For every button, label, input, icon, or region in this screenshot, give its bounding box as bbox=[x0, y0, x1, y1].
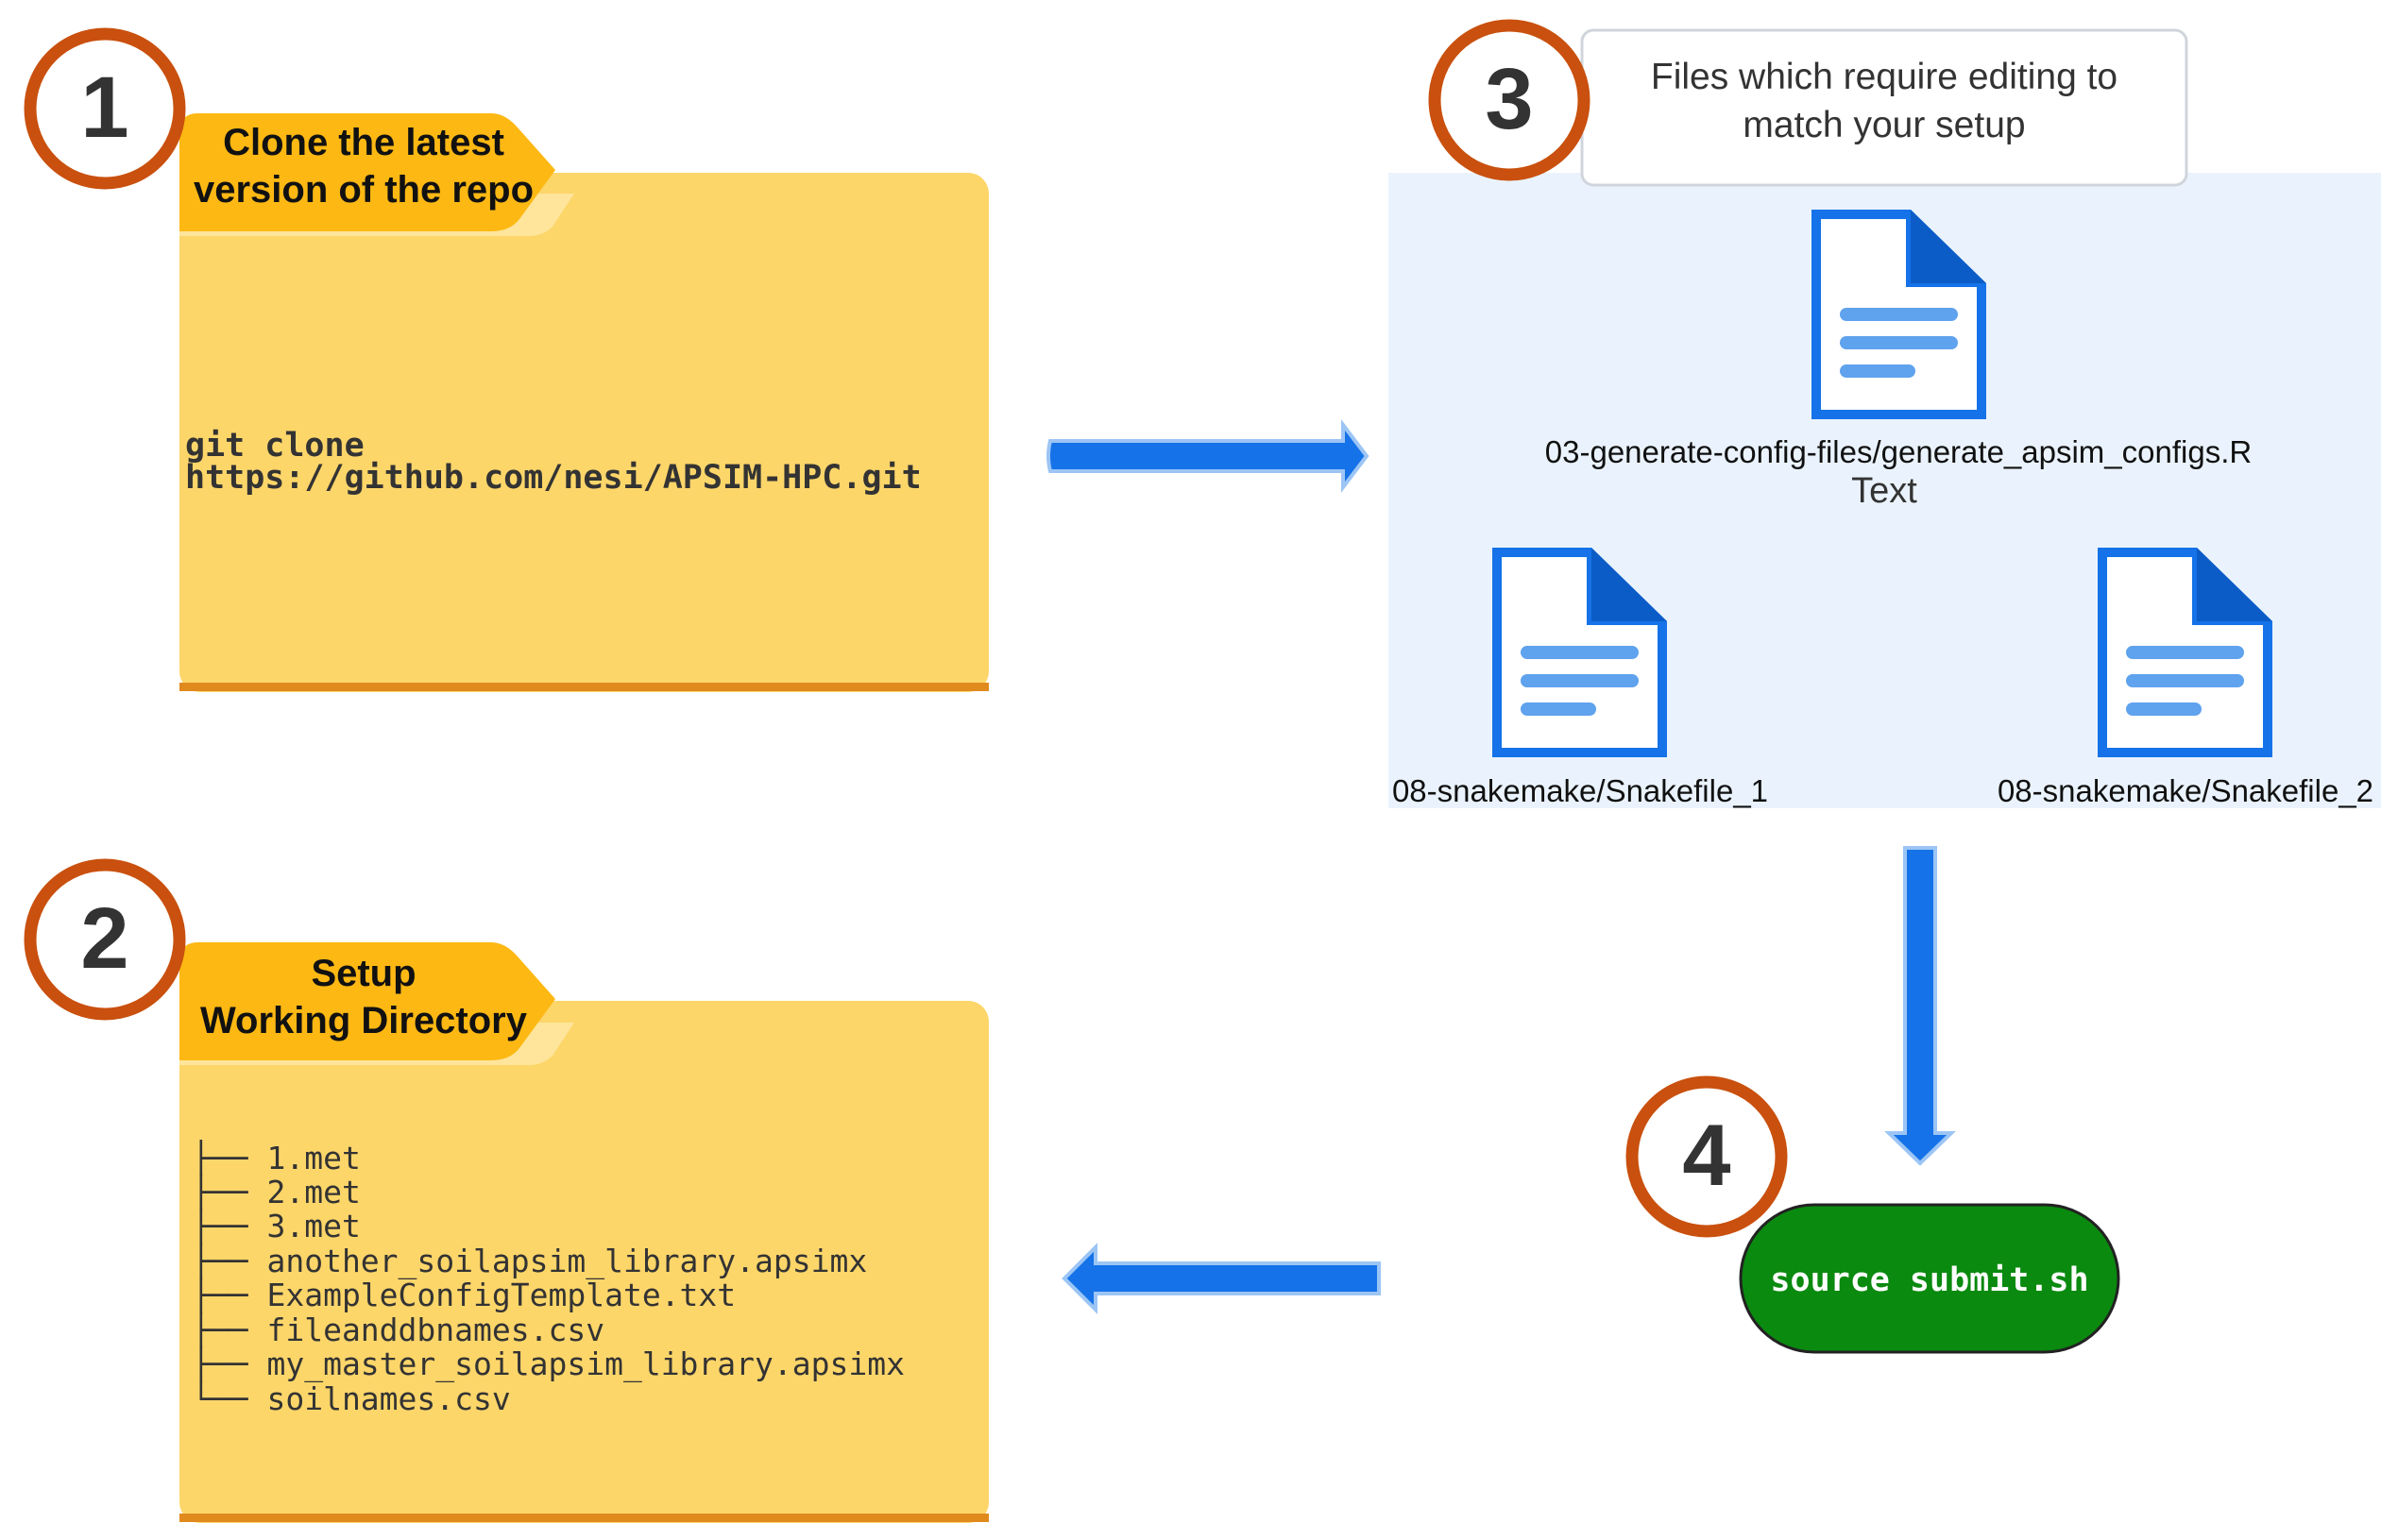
file-sub-label: Text bbox=[1851, 471, 1917, 511]
file-name: 08-snakemake/Snakefile_1 bbox=[1392, 773, 1768, 808]
folder-bottom-edge bbox=[179, 683, 989, 691]
tree-entry: ├── ExampleConfigTemplate.txt bbox=[192, 1277, 736, 1314]
arrow-right bbox=[1046, 419, 1369, 493]
callout-line-1: Files which require editing to bbox=[1651, 57, 2117, 97]
step-1-badge: 1 bbox=[24, 27, 186, 190]
folder-bottom-edge bbox=[179, 1514, 989, 1522]
step-2-badge: 2 bbox=[24, 858, 186, 1021]
step-2-title-line-2: Working Directory bbox=[200, 1000, 528, 1041]
tree-entry: ├── 1.met bbox=[192, 1140, 361, 1177]
tree-entry: ├── fileanddbnames.csv bbox=[192, 1312, 604, 1349]
file-snakefile-1: 08-snakemake/Snakefile_1 bbox=[1392, 548, 1768, 808]
file-name: 08-snakemake/Snakefile_2 bbox=[1998, 773, 2373, 808]
clone-repo-folder: Clone the latest version of the repo git… bbox=[179, 113, 989, 692]
tree-entry: └── soilnames.csv bbox=[192, 1380, 511, 1417]
step-4-badge: 4 bbox=[1625, 1075, 1788, 1238]
step-1-title-line-2: version of the repo bbox=[194, 169, 534, 211]
folder-body bbox=[179, 173, 989, 692]
folder-tab bbox=[179, 113, 555, 231]
step-2-number: 2 bbox=[80, 890, 128, 987]
git-clone-command-line-1: git clone bbox=[185, 427, 365, 465]
directory-tree: ├── 1.met ├── 2.met ├── 3.met ├── anothe… bbox=[192, 1140, 905, 1417]
tree-entry: ├── my_master_soilapsim_library.apsimx bbox=[192, 1345, 905, 1383]
working-directory-folder: Setup Working Directory ├── 1.met ├── 2.… bbox=[179, 942, 989, 1523]
tree-entry: ├── 3.met bbox=[192, 1208, 361, 1245]
tree-entry: ├── another_soilapsim_library.apsimx bbox=[192, 1243, 867, 1280]
step-2-title-line-1: Setup bbox=[311, 953, 416, 994]
callout-line-2: match your setup bbox=[1743, 105, 2025, 145]
step-3-badge: 3 bbox=[1428, 19, 1590, 181]
step-3-callout: Files which require editing to match you… bbox=[1580, 28, 2188, 187]
submit-command: source submit.sh bbox=[1770, 1261, 2088, 1299]
folder-tab bbox=[179, 942, 555, 1060]
step-3-number: 3 bbox=[1485, 51, 1533, 147]
submit-command-pill: source submit.sh bbox=[1739, 1203, 2120, 1354]
folder-body bbox=[179, 1001, 989, 1523]
file-snakefile-2: 08-snakemake/Snakefile_2 bbox=[1998, 548, 2373, 808]
arrow-down bbox=[1884, 846, 1956, 1166]
tree-entry: ├── 2.met bbox=[192, 1174, 361, 1211]
arrow-left bbox=[1062, 1243, 1381, 1314]
step-1-number: 1 bbox=[80, 59, 128, 156]
step-1-title-line-1: Clone the latest bbox=[223, 122, 504, 163]
file-generate-apsim-configs: 03-generate-config-files/generate_apsim_… bbox=[1545, 210, 2252, 511]
git-clone-command-line-2: https://github.com/nesi/APSIM-HPC.git bbox=[185, 459, 922, 497]
step-4-number: 4 bbox=[1682, 1108, 1730, 1204]
file-name: 03-generate-config-files/generate_apsim_… bbox=[1545, 434, 2252, 469]
